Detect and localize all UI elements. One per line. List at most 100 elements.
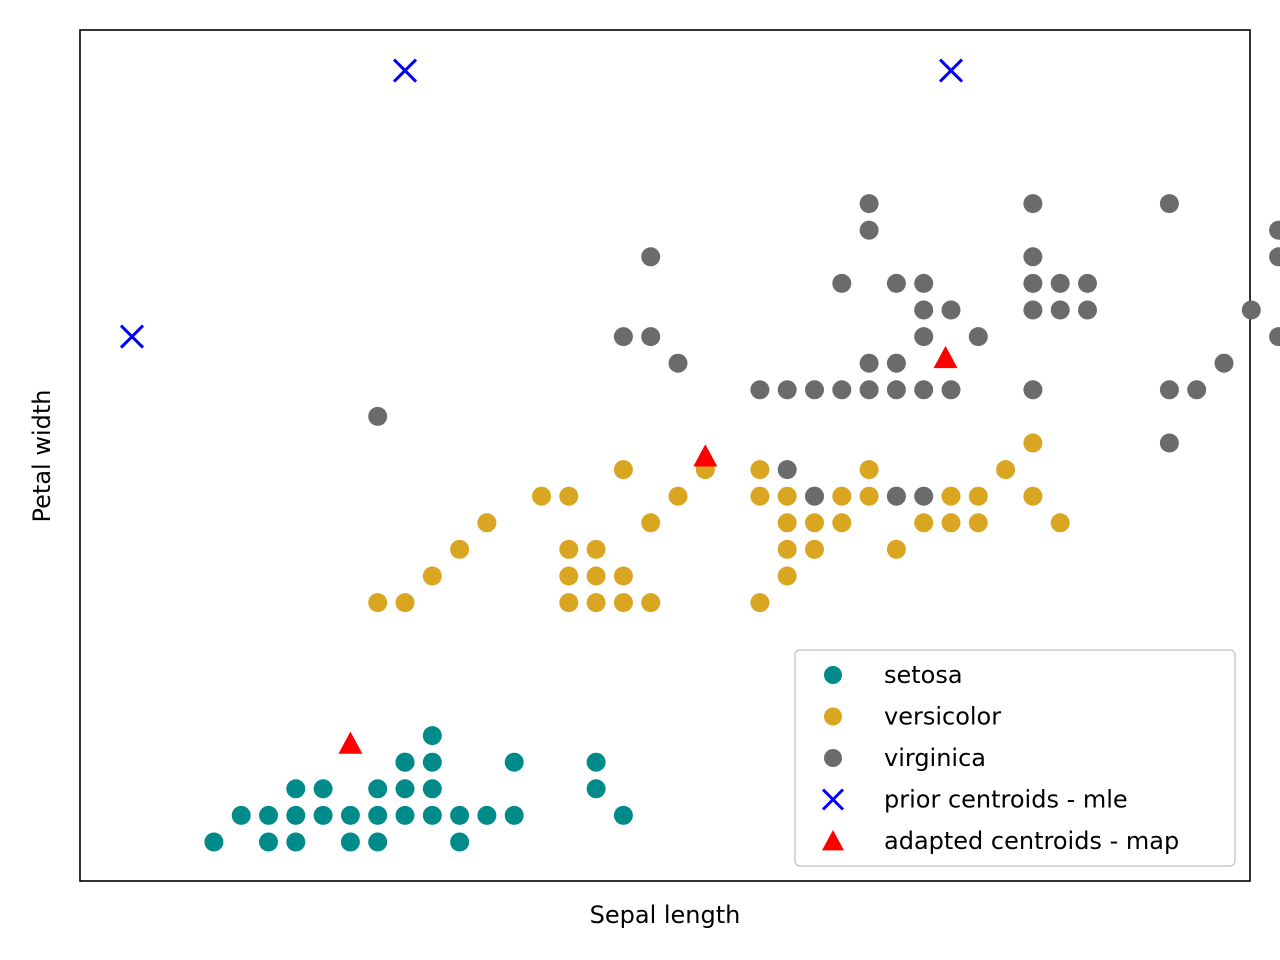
point-versicolor (450, 539, 470, 559)
point-virginica (859, 380, 879, 400)
legend-marker-prior-centroids-mle (821, 788, 845, 811)
point-versicolor (559, 593, 579, 613)
point-virginica (832, 380, 852, 400)
point-setosa (422, 779, 442, 799)
point-virginica (1214, 353, 1234, 373)
legend-label-virginica: virginica (884, 744, 986, 772)
point-setosa (368, 832, 388, 852)
point-versicolor (395, 593, 415, 613)
point-prior-centroids-mle (938, 58, 964, 83)
legend-label-adapted-centroids-map: adapted centroids - map (884, 827, 1179, 855)
point-setosa (395, 805, 415, 825)
point-virginica (1269, 327, 1280, 347)
point-setosa (586, 779, 606, 799)
point-versicolor (777, 513, 797, 533)
point-versicolor (1050, 513, 1070, 533)
point-versicolor (968, 513, 988, 533)
point-setosa (422, 726, 442, 746)
point-versicolor (1023, 433, 1043, 453)
point-virginica (914, 380, 934, 400)
point-virginica (777, 460, 797, 480)
point-setosa (368, 779, 388, 799)
point-setosa (504, 805, 524, 825)
point-virginica (1269, 247, 1280, 267)
point-versicolor (832, 486, 852, 506)
point-virginica (886, 380, 906, 400)
point-setosa (586, 752, 606, 772)
point-versicolor (1023, 486, 1043, 506)
point-virginica (1159, 380, 1179, 400)
point-virginica (750, 380, 770, 400)
point-versicolor (422, 566, 442, 586)
point-virginica (1050, 273, 1070, 293)
point-setosa (504, 752, 524, 772)
point-virginica (886, 273, 906, 293)
point-setosa (450, 805, 470, 825)
point-virginica (941, 380, 961, 400)
point-virginica (1023, 380, 1043, 400)
point-versicolor (914, 513, 934, 533)
point-virginica (641, 247, 661, 267)
point-versicolor (613, 566, 633, 586)
point-virginica (1269, 220, 1280, 240)
legend-marker-versicolor (824, 707, 842, 726)
point-setosa (395, 779, 415, 799)
point-setosa (286, 832, 306, 852)
point-virginica (1187, 380, 1207, 400)
point-setosa (231, 805, 251, 825)
y-axis-label: Petal width (28, 390, 56, 523)
point-versicolor (805, 539, 824, 559)
point-setosa (422, 752, 442, 772)
point-setosa (613, 805, 633, 825)
point-virginica (668, 353, 688, 373)
point-prior-centroids-mle (392, 58, 418, 83)
legend-marker-virginica (824, 749, 842, 767)
point-setosa (286, 779, 306, 799)
point-versicolor (968, 486, 988, 506)
point-versicolor (613, 593, 633, 613)
x-axis-label: Sepal length (590, 901, 741, 929)
point-virginica (914, 486, 934, 506)
point-versicolor (777, 486, 797, 506)
point-virginica (914, 327, 934, 347)
point-versicolor (668, 486, 688, 506)
point-virginica (914, 273, 934, 293)
point-versicolor (832, 513, 852, 533)
point-versicolor (996, 460, 1016, 480)
legend-label-prior-centroids-mle: prior centroids - mle (884, 786, 1128, 814)
point-virginica (859, 353, 879, 373)
point-virginica (1023, 273, 1043, 293)
point-virginica (859, 220, 879, 240)
point-setosa (313, 779, 333, 799)
point-versicolor (613, 460, 633, 480)
point-virginica (777, 380, 797, 400)
point-setosa (395, 752, 415, 772)
point-setosa (340, 832, 360, 852)
point-virginica (1159, 433, 1179, 453)
point-versicolor (941, 513, 961, 533)
legend-marker-setosa (824, 666, 842, 684)
point-virginica (641, 327, 661, 347)
point-setosa (422, 805, 442, 825)
point-virginica (805, 380, 824, 400)
point-versicolor (477, 513, 497, 533)
point-setosa (259, 805, 278, 825)
point-virginica (832, 273, 852, 293)
point-virginica (805, 486, 824, 506)
points-layer (119, 58, 1280, 852)
point-versicolor (777, 566, 797, 586)
point-setosa (204, 832, 224, 852)
point-adapted-centroids-map (693, 444, 718, 467)
point-virginica (886, 353, 906, 373)
point-versicolor (586, 539, 606, 559)
point-versicolor (750, 593, 770, 613)
point-setosa (313, 805, 333, 825)
point-versicolor (750, 460, 770, 480)
point-setosa (286, 805, 306, 825)
point-versicolor (941, 486, 961, 506)
point-versicolor (559, 566, 579, 586)
point-virginica (859, 194, 879, 214)
point-virginica (941, 300, 961, 320)
point-virginica (1078, 273, 1097, 293)
